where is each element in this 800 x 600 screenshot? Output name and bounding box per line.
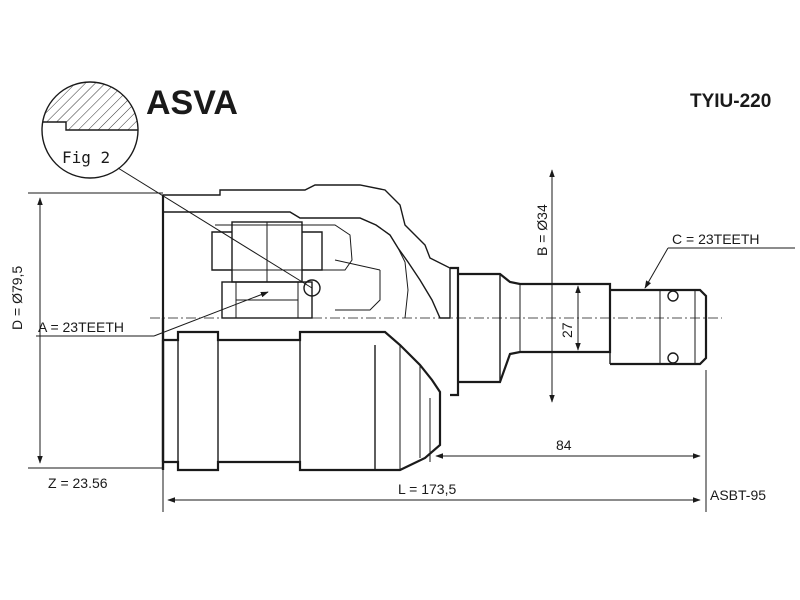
detail-leader-line: [117, 167, 313, 289]
shaft-length-label: 84: [556, 437, 572, 453]
dimension-c: C = 23TEETH: [644, 231, 795, 289]
figure-label: Fig 2: [62, 148, 110, 167]
brand-logo-text: ASVA: [146, 84, 238, 122]
dimension-d: D = Ø79,5: [9, 192, 163, 469]
shaft-diameter-label: 27: [559, 322, 575, 338]
c-dimension-label: C = 23TEETH: [672, 231, 760, 247]
dimension-27: 27: [559, 285, 581, 351]
dimension-b: B = Ø34: [534, 169, 555, 403]
a-dimension-label: A = 23TEETH: [38, 319, 124, 335]
total-length-label: L = 173,5: [398, 481, 456, 497]
housing-upper-section: [161, 184, 451, 470]
dimension-l: L = 173,5: [162, 470, 701, 512]
reference-code: ASBT-95: [710, 487, 766, 503]
shaft: [450, 266, 708, 397]
dimension-84: 84: [429, 370, 707, 512]
d-dimension-label: D = Ø79,5: [9, 266, 25, 330]
z-label: Z = 23.56: [48, 475, 108, 491]
housing-lower-outline: [161, 318, 442, 472]
part-code: TYIU-220: [690, 91, 771, 112]
b-dimension-label: B = Ø34: [534, 204, 550, 256]
fig-2-detail: Fig 2: [41, 81, 321, 297]
dimension-a: A = 23TEETH: [36, 291, 269, 337]
